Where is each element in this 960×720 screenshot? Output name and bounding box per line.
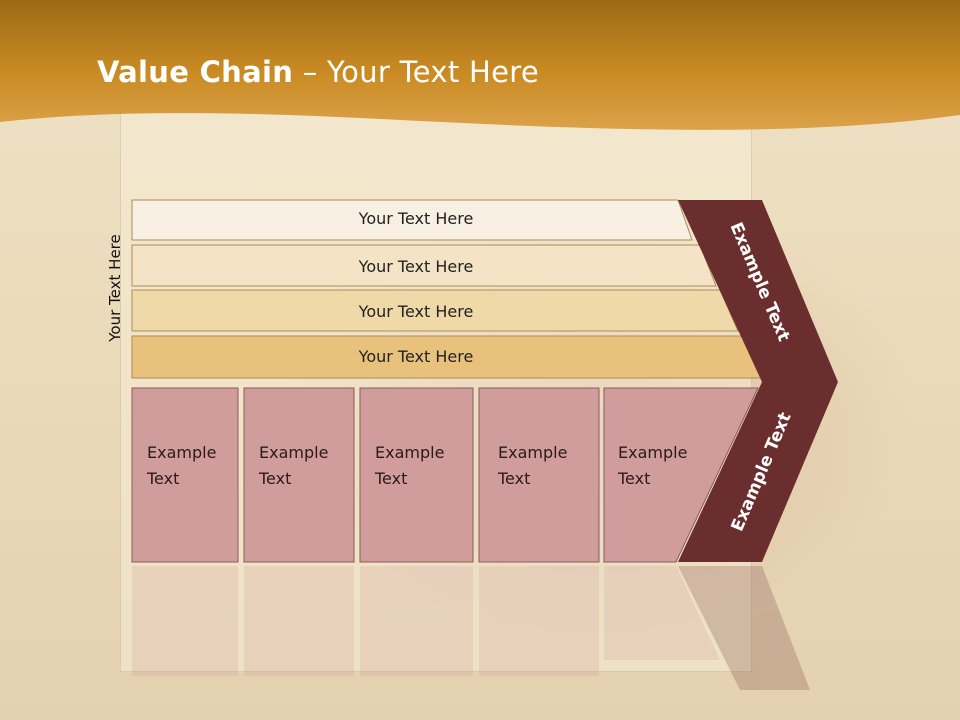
row-1-shape (131, 199, 693, 241)
row-4-label: Your Text Here (358, 347, 474, 366)
box-4-line1: Example (498, 443, 568, 462)
box-2-text: Example Text (259, 440, 349, 492)
box-1-shape (131, 387, 239, 563)
box-3-line2: Text (375, 469, 408, 488)
box-3-text: Example Text (375, 440, 465, 492)
row-3-shape (131, 289, 739, 332)
box-3-line1: Example (375, 443, 445, 462)
box-4-shape (478, 387, 600, 563)
title-bold: Value Chain (97, 55, 294, 89)
header-wave (0, 0, 960, 130)
row-3-label: Your Text Here (358, 302, 474, 321)
title-rest: – Your Text Here (293, 55, 539, 89)
box-5-line2: Text (618, 469, 651, 488)
chevron-upper-shape (678, 200, 838, 382)
reflection (132, 566, 810, 690)
box-4-line2: Text (498, 469, 531, 488)
row-2-label: Your Text Here (358, 257, 474, 276)
box-3-shape (359, 387, 474, 563)
box-5-shape (603, 387, 759, 563)
box-1-text: Example Text (147, 440, 237, 492)
row-2-shape (131, 244, 717, 287)
box-1-line1: Example (147, 443, 217, 462)
row-1-label: Your Text Here (358, 209, 474, 228)
box-5-line1: Example (618, 443, 688, 462)
box-2-line1: Example (259, 443, 329, 462)
box-2-line2: Text (259, 469, 292, 488)
box-4-text: Example Text (498, 440, 588, 492)
box-1-line2: Text (147, 469, 180, 488)
box-2-shape (243, 387, 355, 563)
header-band: Value Chain – Your Text Here (0, 0, 960, 140)
box-5-text: Example Text (618, 440, 708, 492)
chevron-lower-shape (678, 382, 838, 562)
page-title: Value Chain – Your Text Here (97, 55, 539, 89)
